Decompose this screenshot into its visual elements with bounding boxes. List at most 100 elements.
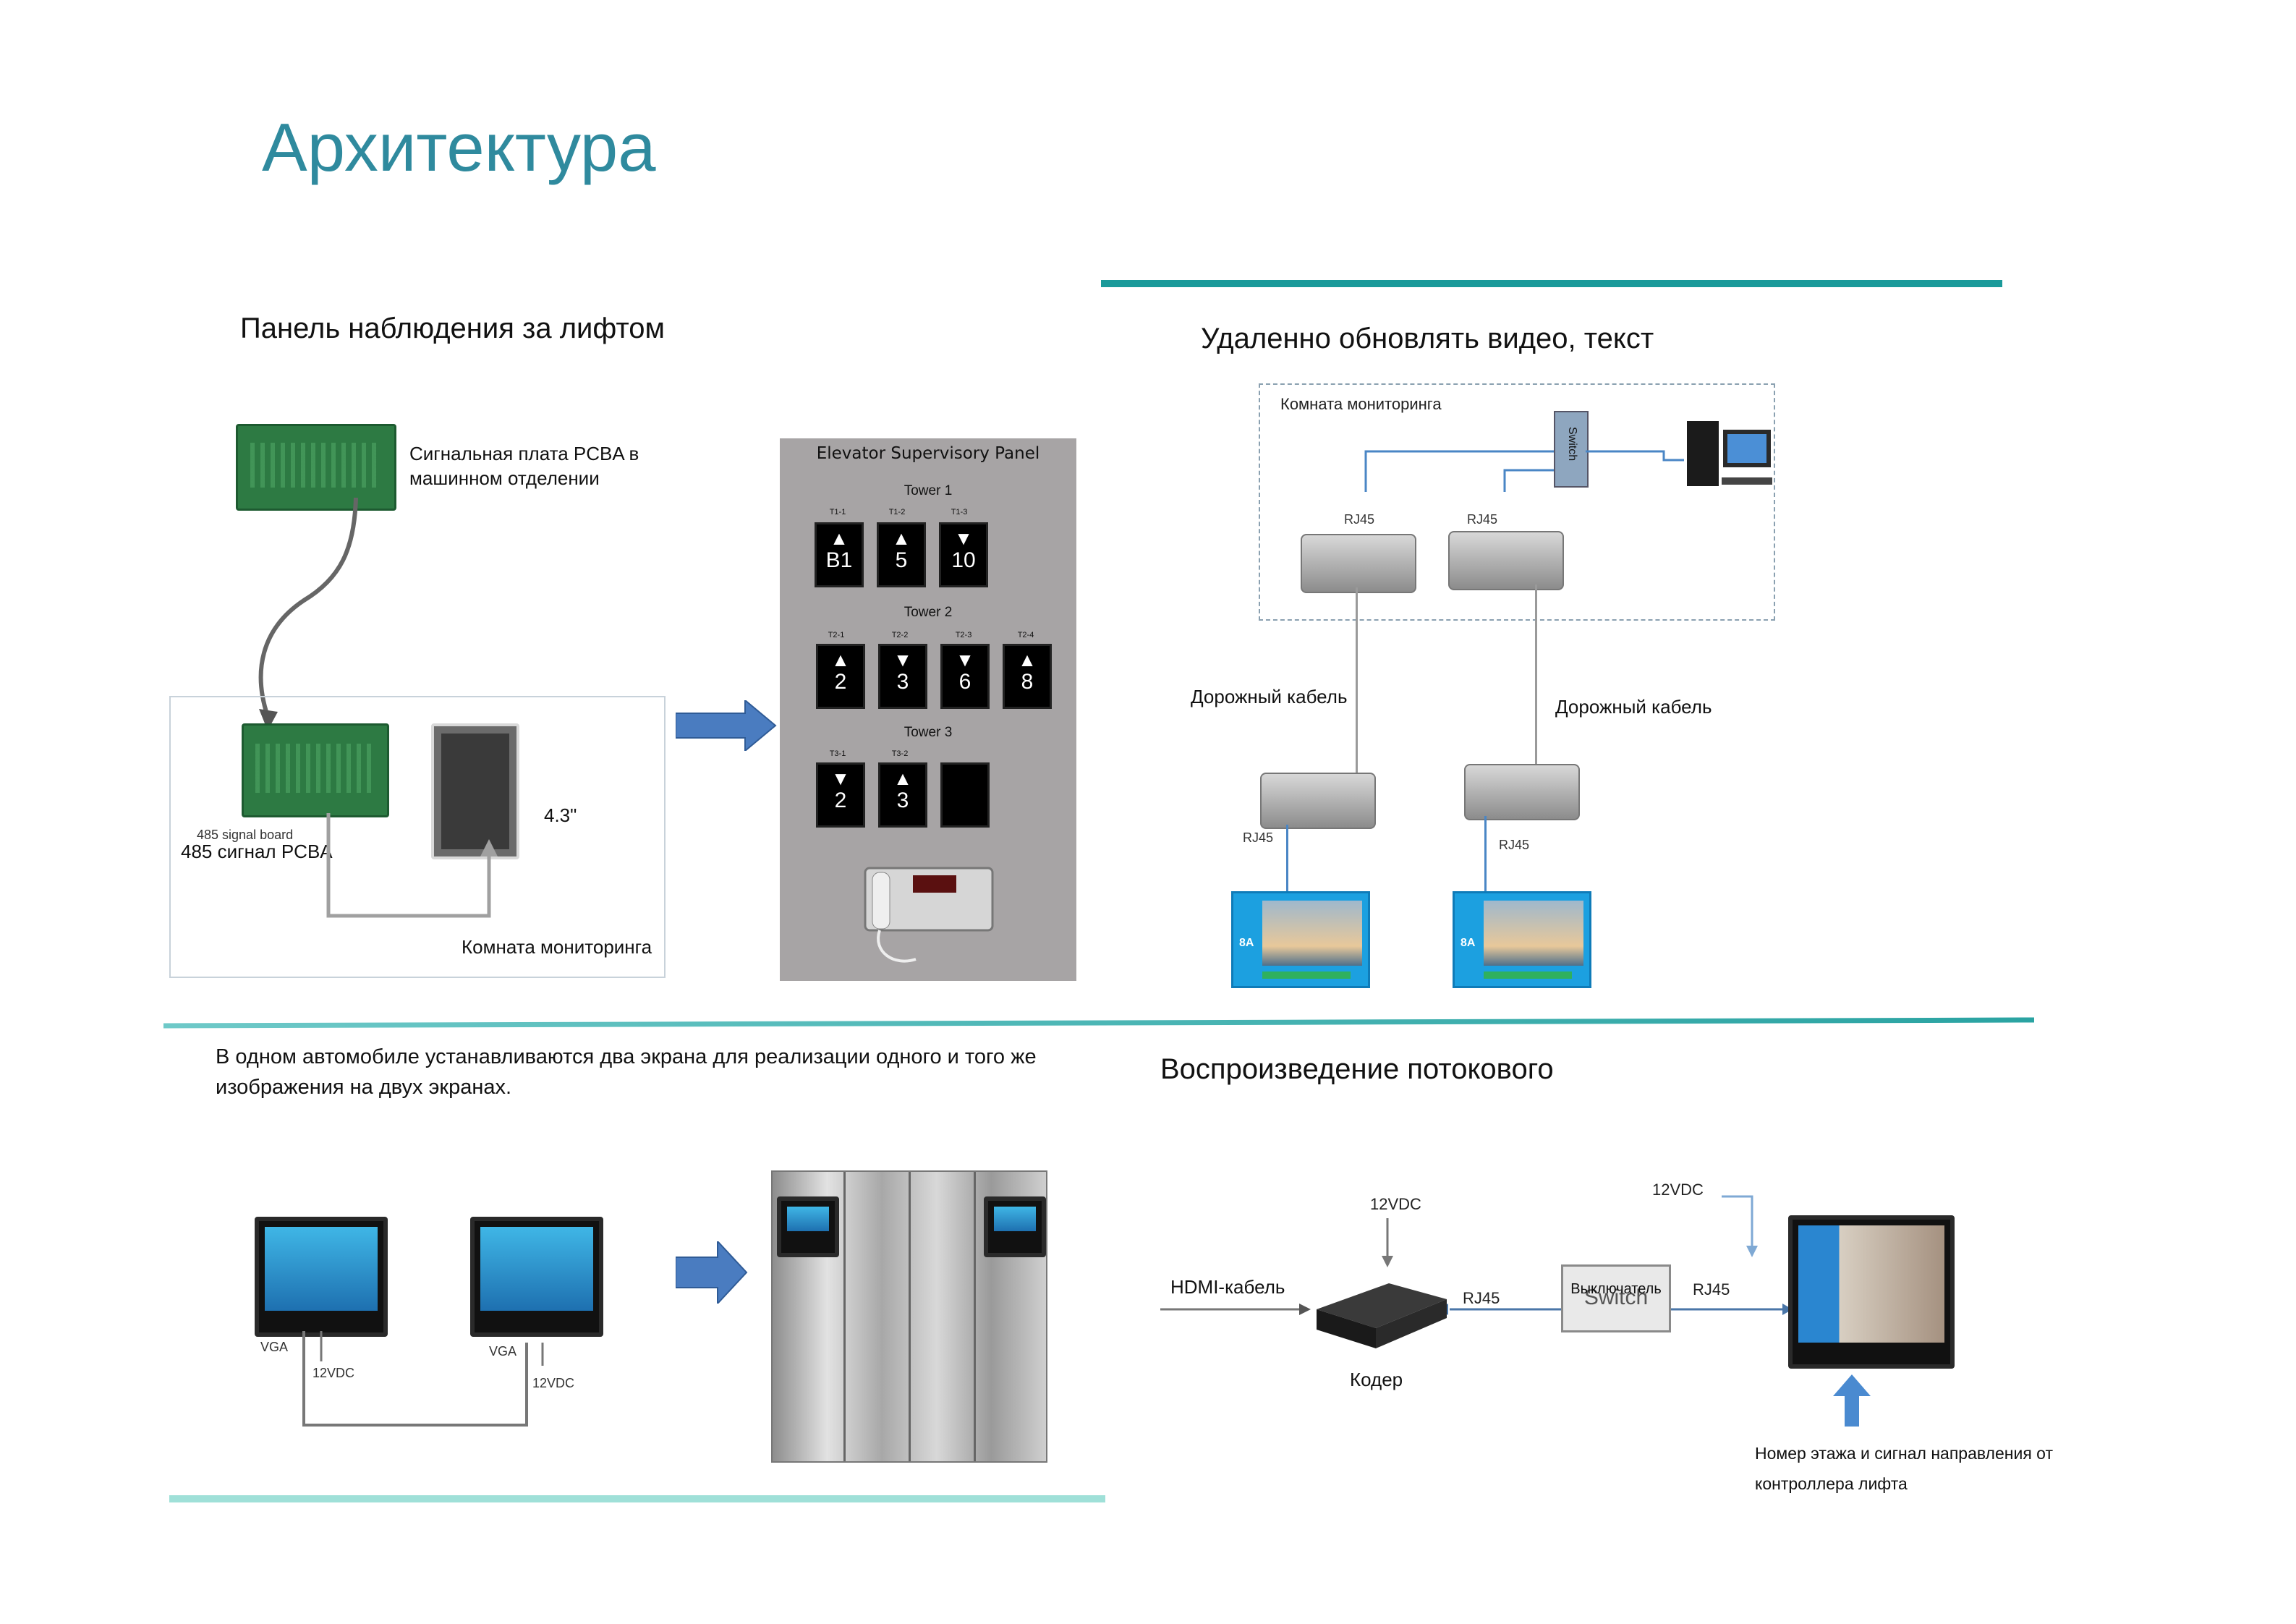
- switch-box: Switch: [1554, 411, 1589, 488]
- cable-curve: [258, 497, 358, 731]
- rj45-label: RJ45: [1467, 512, 1498, 527]
- car-id: T1-1: [829, 508, 846, 516]
- cable-line: [1286, 825, 1288, 894]
- power-label: 12VDC: [532, 1376, 575, 1390]
- car-id: T3-1: [829, 749, 846, 758]
- lcd-screen: [470, 1217, 603, 1337]
- floor-number: B1: [825, 548, 853, 572]
- car-id: T2-3: [955, 631, 972, 639]
- car-id: T1-3: [951, 508, 968, 516]
- direction-icon: ▼: [831, 768, 850, 789]
- car-id: T2-1: [828, 631, 845, 639]
- direction-icon: ▼: [954, 527, 973, 549]
- blue-arrow-right: [676, 1241, 748, 1304]
- panel3-heading: В одном автомобиле устанавливаются два э…: [216, 1045, 1037, 1099]
- car-id: T2-4: [1017, 631, 1034, 639]
- car-indicator: ▼2: [816, 762, 865, 828]
- floor-number: 3: [896, 788, 909, 812]
- media-converter: [1260, 773, 1376, 829]
- rj45-label: RJ45: [1344, 512, 1375, 527]
- cable-right-label: Дорожный кабель: [1555, 696, 1712, 718]
- lcd-screen: [984, 1196, 1046, 1257]
- direction-icon: ▼: [893, 649, 912, 671]
- media-converter: [1464, 764, 1580, 820]
- power-display-label: 12VDC: [1652, 1181, 1704, 1199]
- tower-2-label: Tower 2: [903, 605, 953, 620]
- monitoring-room-dashed-box: [1259, 383, 1775, 621]
- car-indicator: ▲2: [816, 644, 865, 709]
- power-label: 12VDC: [312, 1366, 355, 1380]
- rj45-label: RJ45: [1243, 830, 1274, 845]
- supervisory-panel: Elevator Supervisory Panel Tower 1 T1-1 …: [780, 438, 1076, 981]
- media-converter: [1301, 534, 1416, 593]
- panel4-heading: Воспроизведение потокового: [1160, 1053, 1554, 1085]
- vga-label: VGA: [489, 1344, 517, 1359]
- board-485-label: 485 сигнал PCBA: [181, 841, 333, 862]
- direction-icon: ▲: [893, 768, 912, 789]
- screen-link-lines: [302, 1331, 544, 1427]
- lcd-screen: [777, 1196, 839, 1257]
- room-label: Комната мониторинга: [1280, 395, 1442, 413]
- panel1-heading: Панель наблюдения за лифтом: [240, 313, 666, 344]
- supervisory-title: Elevator Supervisory Panel: [816, 444, 1040, 463]
- switch-label-ru: Выключатель: [1570, 1281, 1662, 1297]
- signage-screen: 8A: [1453, 891, 1591, 988]
- lcd-4-3-image: [431, 723, 519, 859]
- car-indicator: ▲3: [878, 762, 927, 828]
- car-id: T1-2: [888, 508, 906, 516]
- vga-label: VGA: [260, 1340, 289, 1354]
- car-indicator: ▲8: [1003, 644, 1052, 709]
- floor-number: 3: [896, 670, 909, 694]
- car-indicator: ▲B1: [815, 522, 864, 587]
- encoder-label: Кодер: [1350, 1369, 1403, 1390]
- direction-icon: ▲: [892, 527, 911, 549]
- floor-number: 10: [951, 548, 976, 572]
- network-lines-top: [1364, 450, 1684, 492]
- intercom-device-image: [864, 867, 994, 963]
- elevator-doors-image: [771, 1170, 1047, 1463]
- car-indicator-empty: [940, 762, 990, 828]
- rj45-label: RJ45: [1693, 1280, 1730, 1298]
- blue-arrow-right: [676, 700, 777, 751]
- monitoring-room-box: [169, 696, 666, 978]
- floor-number: 5: [895, 548, 908, 572]
- switch-box: Switch Выключатель: [1561, 1264, 1671, 1332]
- cable-line: [1356, 587, 1358, 777]
- page-title: Архитектура: [262, 109, 656, 185]
- floor-label: 8A: [1239, 937, 1254, 949]
- car-indicator: ▼3: [878, 644, 927, 709]
- rj45-label: RJ45: [1463, 1289, 1500, 1307]
- car-indicator: ▲5: [877, 522, 926, 587]
- power-encoder-label: 12VDC: [1370, 1195, 1421, 1213]
- rj45-label: RJ45: [1499, 838, 1530, 852]
- direction-icon: ▼: [956, 649, 974, 671]
- lcd-screen: [255, 1217, 388, 1337]
- floor-number: 2: [834, 670, 847, 694]
- signal-note: Номер этажа и сигнал направления от конт…: [1755, 1444, 2053, 1493]
- direction-icon: ▲: [830, 527, 849, 549]
- car-indicator: ▼10: [939, 522, 988, 587]
- encoder-device-image: [1317, 1283, 1447, 1348]
- room-label: Комната мониторинга: [462, 936, 652, 958]
- cable-left-label: Дорожный кабель: [1191, 686, 1348, 707]
- media-converter: [1448, 531, 1564, 590]
- computer-icon: [1687, 421, 1772, 486]
- switch-label-en: Switch: [1583, 1285, 1649, 1309]
- pcba-board-image: [236, 424, 396, 511]
- panel2-heading: Удаленно обновлять видео, текст: [1201, 323, 1654, 354]
- car-id: T2-2: [891, 631, 909, 639]
- board-485-image: [242, 723, 389, 817]
- cable-line: [1484, 816, 1487, 894]
- floor-number: 6: [958, 670, 971, 694]
- signage-screen: 8A: [1231, 891, 1370, 988]
- car-id: T3-2: [891, 749, 909, 758]
- connection-line: [326, 813, 498, 918]
- blue-arrow-up: [1833, 1374, 1871, 1427]
- floor-number: 2: [834, 788, 847, 812]
- screen-size-label: 4.3": [544, 804, 577, 826]
- direction-icon: ▲: [1018, 649, 1037, 671]
- display-screen-image: [1788, 1215, 1955, 1369]
- floor-label: 8A: [1460, 937, 1476, 949]
- board-485-small-label: 485 signal board: [197, 828, 294, 842]
